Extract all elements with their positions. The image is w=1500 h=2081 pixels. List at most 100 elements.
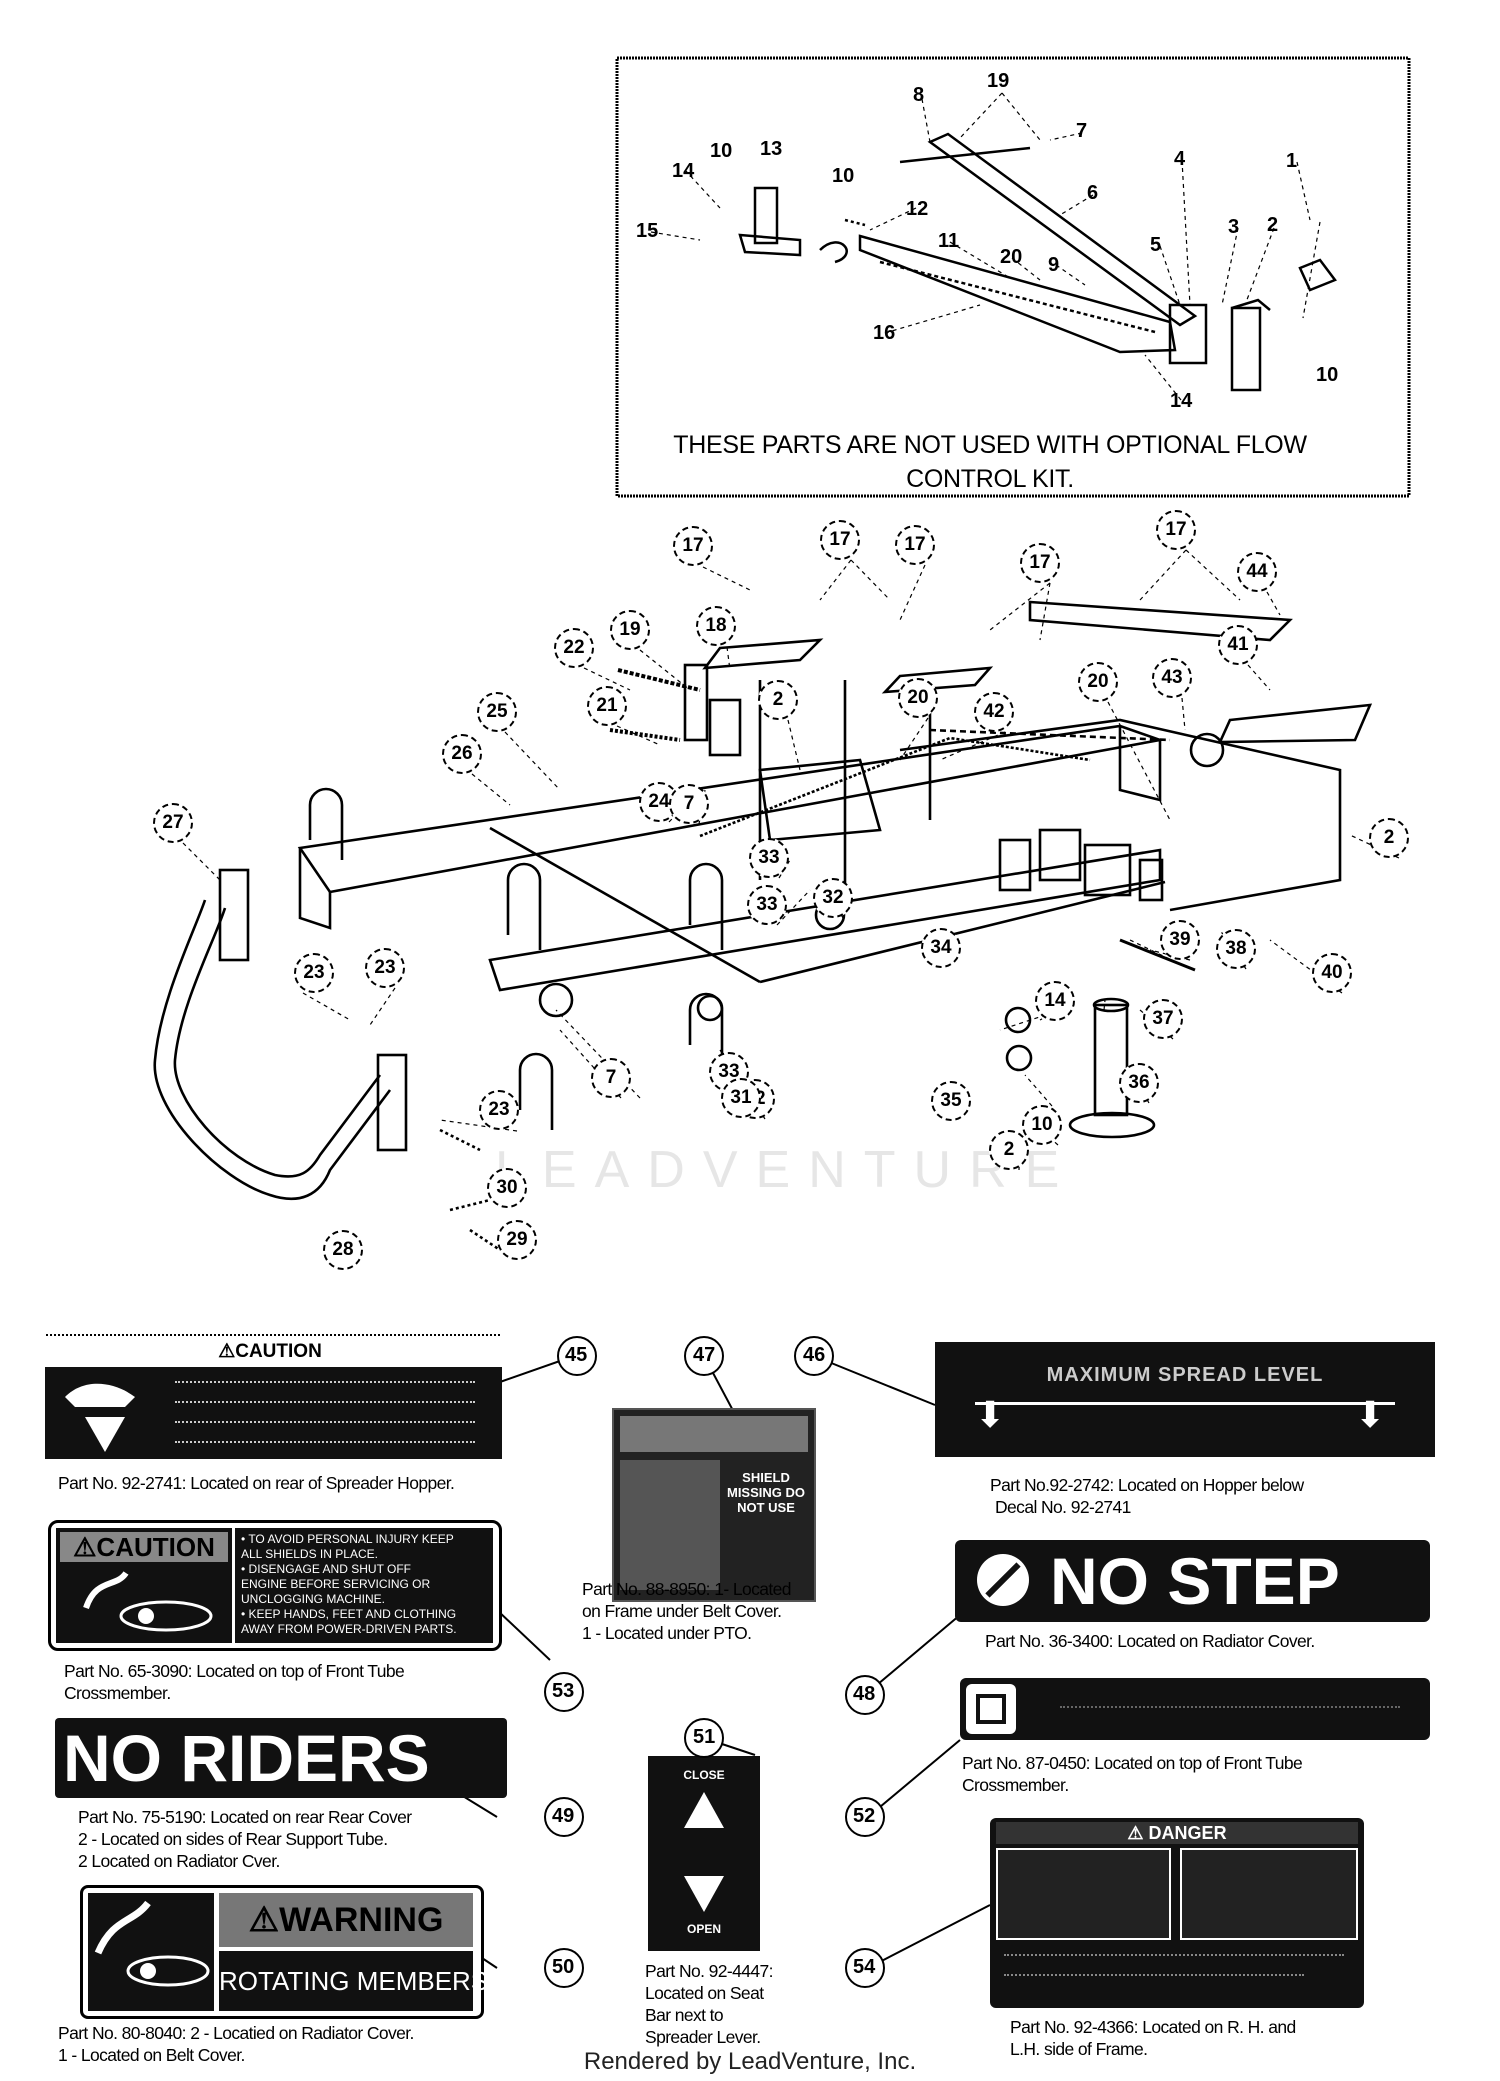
- decal-53-bullet-6: • KEEP HANDS, FEET AND CLOTHING: [241, 1607, 457, 1621]
- decal-54-caption-1: Part No. 92-4366: Located on R. H. and: [1010, 2017, 1296, 2037]
- callout-inset-7: 7: [1076, 120, 1088, 142]
- callout-main-17: 17: [673, 526, 713, 566]
- callout-main-25: 25: [477, 692, 517, 732]
- decal-46-panel: MAXIMUM SPREAD LEVEL ⬇ ⬇: [935, 1342, 1435, 1457]
- callout-main-10: 10: [1022, 1105, 1062, 1145]
- callout-inset-20: 20: [1000, 246, 1023, 268]
- kick-hazard-icon: [1180, 1848, 1358, 1940]
- decal-53-bullet-5: UNCLOGGING MACHINE.: [241, 1592, 386, 1606]
- decal-54-faint-text-1: [1004, 1954, 1344, 1956]
- decal-53-left-panel: ⚠CAUTION: [56, 1528, 232, 1643]
- decal-54-faint-text-2: [1004, 1974, 1304, 1976]
- callout-main-40: 40: [1312, 953, 1352, 993]
- decal-45-number: 45: [565, 1344, 588, 1366]
- inset-note-line1: THESE PARTS ARE NOT USED WITH OPTIONAL F…: [673, 431, 1307, 459]
- decal-46-caption-1: Part No.92-2742: Located on Hopper below: [990, 1475, 1304, 1495]
- inset-box: [615, 56, 1411, 498]
- callout-main-33: 33: [749, 838, 789, 878]
- callout-main-18: 18: [696, 606, 736, 646]
- callout-main-21: 21: [587, 686, 627, 726]
- decal-53-caption-1: Part No. 65-3090: Located on top of Fron…: [64, 1661, 405, 1681]
- decal-49-caption-2: 2 - Located on sides of Rear Support Tub…: [78, 1829, 388, 1849]
- callout-main-17: 17: [895, 525, 935, 565]
- callout-main-29: 29: [497, 1220, 537, 1260]
- callout-main-17: 17: [1156, 510, 1196, 550]
- decal-51-close: CLOSE: [683, 1768, 725, 1782]
- hand-hazard-icon: [966, 1684, 1016, 1734]
- decal-51-callout-circle: [684, 1718, 724, 1758]
- callout-inset-10-b: 10: [832, 165, 855, 187]
- callout-main-23: 23: [479, 1090, 519, 1130]
- decal-49-panel: NO RIDERS: [55, 1718, 507, 1798]
- main-frame: [153, 600, 1373, 1252]
- decal-48-number: 48: [853, 1683, 876, 1705]
- decal-54-header: ⚠ DANGER: [996, 1822, 1358, 1844]
- decal-52-callout-circle: [845, 1797, 885, 1837]
- callout-inset-1: 1: [1286, 150, 1298, 172]
- decal-53-bullet-3: • DISENGAGE AND SHUT OFF: [241, 1562, 412, 1576]
- decal-50-caption-1: Part No. 80-8040: 2 - Locatied on Radiat…: [58, 2023, 414, 2043]
- callout-inset-14-a: 14: [672, 160, 695, 182]
- callout-inset-2: 2: [1267, 214, 1279, 236]
- decal-50-sub: ROTATING MEMBERS: [219, 1951, 488, 2011]
- callout-main-41: 41: [1218, 625, 1258, 665]
- decal-52-panel: [960, 1678, 1430, 1740]
- decal-47-caption-2: on Frame under Belt Cover.: [582, 1601, 782, 1621]
- decal-48-caption: Part No. 36-3400: Located on Radiator Co…: [985, 1631, 1315, 1651]
- callout-main-26: 26: [442, 734, 482, 774]
- callout-inset-14-b: 14: [1170, 390, 1193, 412]
- callout-inset-3: 3: [1228, 216, 1240, 238]
- callout-main-17: 17: [1020, 543, 1060, 583]
- callout-main-43: 43: [1152, 658, 1192, 698]
- decal-47-panel-text: SHIELD MISSING DO NOT USE: [726, 1470, 805, 1515]
- callout-main-27: 27: [153, 803, 193, 843]
- decal-53-number: 53: [552, 1680, 575, 1702]
- arrow-down-icon: [684, 1876, 724, 1912]
- no-step-icon: [977, 1554, 1029, 1606]
- decal-52-number: 52: [853, 1805, 876, 1827]
- decal-46-banner: MAXIMUM SPREAD LEVEL: [1046, 1364, 1324, 1386]
- decal-46-callout-circle: [794, 1336, 834, 1376]
- decal-53-frame: ⚠CAUTION • TO AVOID PERSONAL INJURY KEEP…: [48, 1520, 502, 1651]
- decal-51-caption-3: Bar next to: [645, 2005, 724, 2025]
- callout-main-35: 35: [931, 1081, 971, 1121]
- decal-49-callout-circle: [544, 1797, 584, 1837]
- decal-50-number: 50: [552, 1956, 575, 1978]
- decal-47-number: 47: [693, 1344, 716, 1366]
- callout-inset-16: 16: [873, 322, 896, 344]
- callout-main-30: 30: [487, 1168, 527, 1208]
- callout-main-22: 22: [554, 628, 594, 668]
- decal-51-caption-2: Located on Seat: [645, 1983, 764, 2003]
- arrow-up-icon: [684, 1792, 724, 1828]
- callout-inset-12: 12: [906, 198, 929, 220]
- decal-53-header: ⚠CAUTION: [60, 1532, 228, 1562]
- belt-hazard-icon: [83, 1571, 213, 1632]
- decal-47-caption-3: 1 - Located under PTO.: [582, 1623, 752, 1643]
- callout-main-28: 28: [323, 1230, 363, 1270]
- decal-49-caption-3: 2 Located on Radiator Cver.: [78, 1851, 280, 1871]
- footer-credit: Rendered by LeadVenture, Inc.: [583, 2048, 917, 2075]
- shield-hazard-icon: [620, 1460, 720, 1590]
- decal-53-bullet-7: AWAY FROM POWER-DRIVEN PARTS.: [241, 1622, 457, 1636]
- callout-inset-19: 19: [987, 70, 1010, 92]
- decal-51-caption-1: Part No. 92-4447:: [645, 1961, 774, 1981]
- callout-main-31: 31: [721, 1078, 761, 1118]
- decal-54-number: 54: [853, 1956, 876, 1978]
- decal-48-panel: NO STEP: [955, 1540, 1430, 1622]
- decal-53-bullets: • TO AVOID PERSONAL INJURY KEEP ALL SHIE…: [235, 1528, 493, 1643]
- decal-54-caption-2: L.H. side of Frame.: [1010, 2039, 1148, 2059]
- decal-46-number: 46: [803, 1344, 826, 1366]
- callout-inset-13: 13: [760, 138, 783, 160]
- callout-inset-4: 4: [1174, 148, 1186, 170]
- inset-note-line2: CONTROL KIT.: [906, 465, 1074, 493]
- decal-52-faint-text: [1060, 1706, 1400, 1708]
- decal-48-callout-circle: [845, 1675, 885, 1715]
- decal-51-number: 51: [693, 1726, 716, 1748]
- decal-51-panel: CLOSE OPEN: [648, 1756, 760, 1951]
- decal-53-bullet-4: ENGINE BEFORE SERVICING OR: [241, 1577, 431, 1591]
- decal-47-callout-circle: [684, 1336, 724, 1376]
- callout-main-14: 14: [1035, 981, 1075, 1021]
- decal-54-callout-circle: [845, 1948, 885, 1988]
- callout-main-19: 19: [610, 610, 650, 650]
- decal-53-bullet-2: ALL SHIELDS IN PLACE.: [241, 1547, 378, 1561]
